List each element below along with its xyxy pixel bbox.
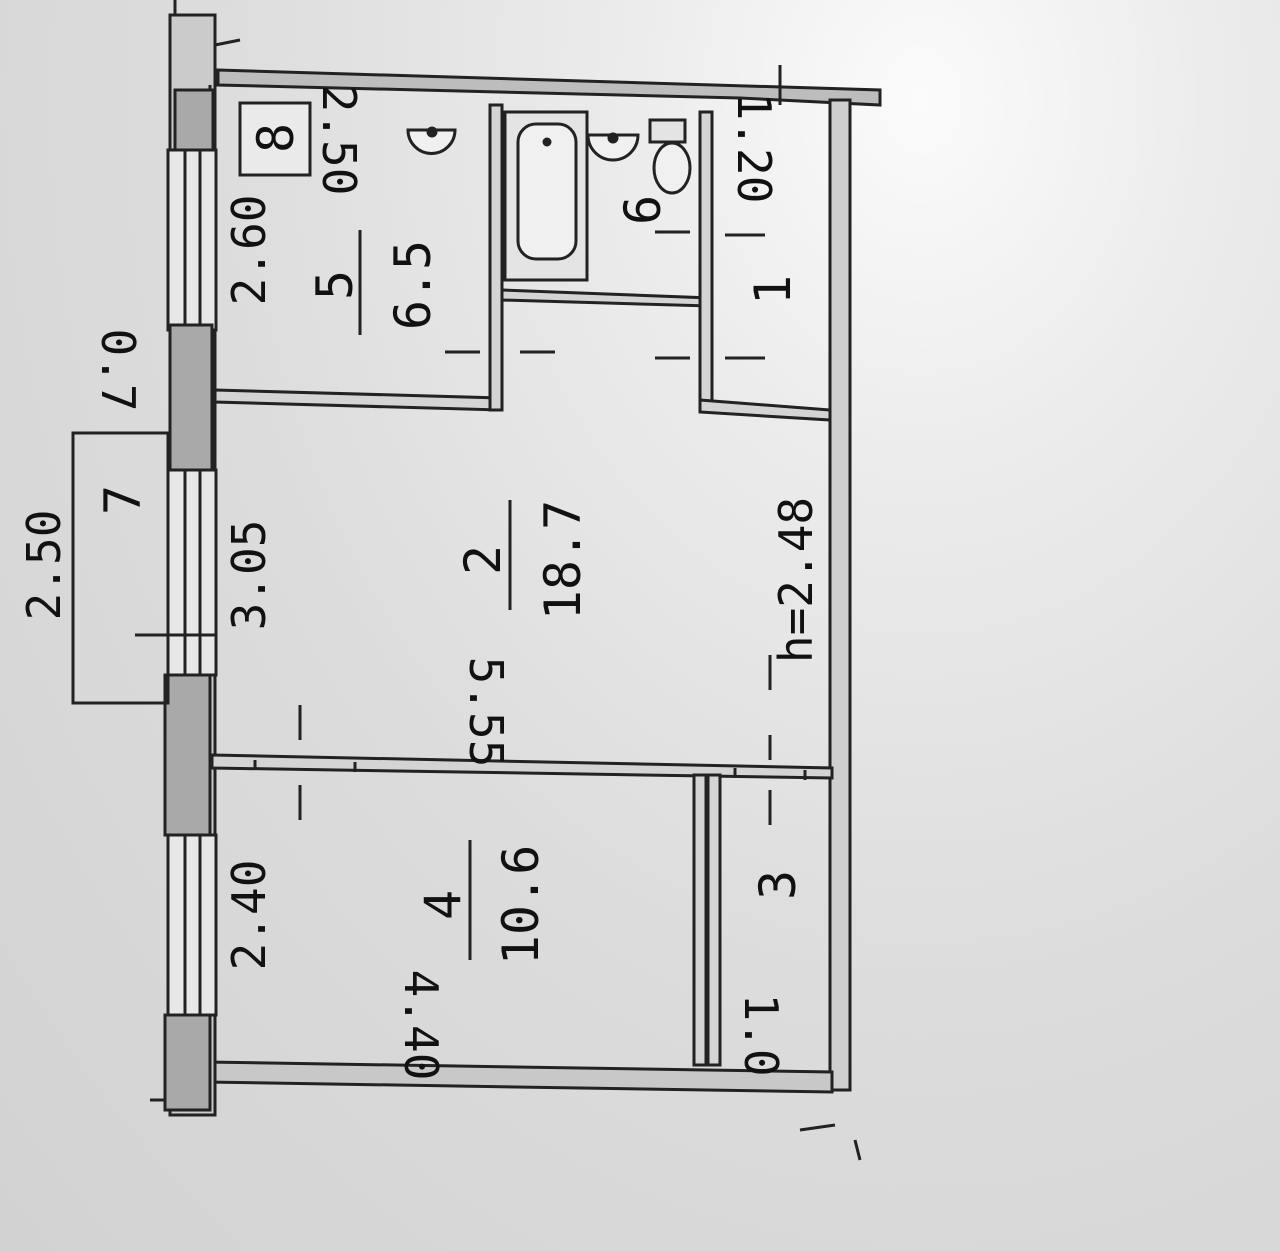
room-2-area: 18.7 [534,500,592,620]
dim-3-05: 3.05 [222,520,276,631]
axis-marks [135,65,782,960]
room-4-number: 4 [414,890,472,920]
sink [586,133,640,162]
dim-h-2-48: h=2.48 [769,497,823,663]
toilet-tank [648,118,687,144]
dim-2-40: 2.40 [222,860,276,971]
window-room-2 [166,468,218,677]
kitchen-sink [406,128,457,155]
room-2-number: 2 [454,545,512,575]
top-wall [216,68,882,107]
toilet-bowl [652,141,692,195]
room-7-number: 7 [94,485,152,515]
dim-2-50-balcony: 2.50 [17,510,71,621]
balcony [71,431,170,705]
dim-1-20: 1.20 [727,93,781,204]
right-wall [828,98,852,1092]
wall-pier [163,1013,212,1112]
wall-pier [163,673,212,837]
dim-0-7: 0.7 [91,328,145,411]
dim-4-40: 4.40 [394,970,448,1081]
dim-2-50-kitchen: 2.50 [312,85,366,196]
dim-2-60: 2.60 [222,195,276,306]
room-4-area: 10.6 [492,845,550,965]
dim-1-0: 1.0 [734,993,788,1076]
room-6-number: 6 [614,195,672,225]
room-5-area: 6.5 [384,240,442,330]
stove-box [238,101,312,177]
labels: 5 6.5 2.60 2.50 8 6 1 1.20 7 0.7 2.50 2 … [17,85,823,1081]
wall-pier [173,88,215,152]
windows [163,88,218,1112]
room-8-number: 8 [247,123,305,153]
wall-pier [168,323,214,472]
room-5-number: 5 [306,270,364,300]
room-3-number: 3 [749,870,807,900]
partitions [210,103,834,1067]
fixtures [71,101,692,705]
window-room-4 [166,833,218,1017]
window-room-5 [166,148,218,332]
dim-5-55: 5.55 [459,657,513,768]
room-1-number: 1 [744,275,802,305]
